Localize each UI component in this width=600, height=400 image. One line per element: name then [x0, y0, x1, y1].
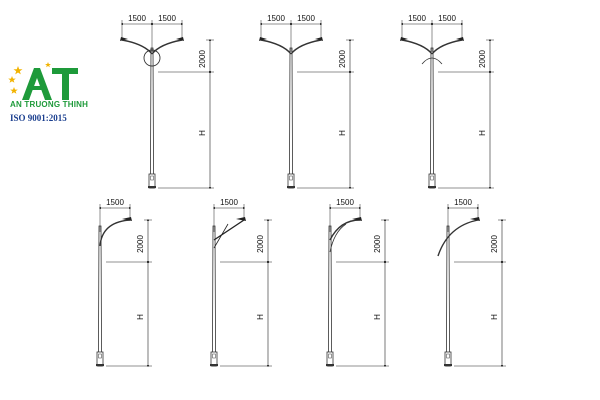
dim-label-rise: 2000: [478, 50, 487, 68]
lamp-head: [236, 217, 246, 221]
arm-brace: [329, 223, 347, 253]
lamp-arm: [290, 39, 322, 55]
pole-footing: [326, 364, 334, 366]
pole-footing: [428, 186, 436, 188]
dim-label-arm-right: 1500: [158, 14, 176, 23]
pole-shaft: [288, 47, 294, 189]
lamp-arm: [99, 219, 131, 247]
pole-door: [430, 175, 434, 181]
pole-footing: [148, 186, 156, 188]
dim-label-arm-right: 1500: [438, 14, 456, 23]
lamp-arm: [437, 219, 479, 257]
dim-label-rise: 2000: [136, 235, 145, 253]
dim-label-arm-right: 1500: [297, 14, 315, 23]
arm-brace: [213, 223, 229, 249]
dim-label-height: H: [256, 314, 265, 320]
dim-label-arm-left: 1500: [408, 14, 426, 23]
dim-label-height: H: [490, 314, 499, 320]
lamp-arm: [431, 39, 463, 55]
dim-label-arm: 1500: [220, 198, 238, 207]
lamp-arm: [260, 39, 292, 55]
pole-shaft: [211, 225, 217, 367]
lamp-arm: [121, 39, 153, 55]
pole-door: [98, 353, 102, 359]
dim-label-height: H: [373, 314, 382, 320]
lamp-arm: [401, 39, 433, 55]
lamp-head: [470, 217, 480, 221]
dim-label-rise: 2000: [338, 50, 347, 68]
pole-door: [289, 175, 293, 181]
pole-footing: [210, 364, 218, 366]
pole-shaft: [149, 47, 155, 189]
lamp-arm: [329, 219, 361, 241]
pole-footing: [96, 364, 104, 366]
dim-label-height: H: [136, 314, 145, 320]
pole-shaft: [445, 225, 451, 367]
pole-footing: [287, 186, 295, 188]
dim-label-arm: 1500: [454, 198, 472, 207]
lamp-arm: [151, 39, 183, 55]
pole-shaft: [97, 225, 103, 367]
pole-footing: [444, 364, 452, 366]
lamp-arm: [213, 219, 245, 241]
lamp-head: [352, 217, 362, 221]
dim-label-arm: 1500: [106, 198, 124, 207]
dim-label-rise: 2000: [198, 50, 207, 68]
pole-door: [446, 353, 450, 359]
dim-label-rise: 2000: [256, 235, 265, 253]
dim-label-height: H: [478, 130, 487, 136]
logo-mark-icon: [8, 62, 78, 100]
pole-door: [150, 175, 154, 181]
iso-certification: ISO 9001:2015: [10, 113, 67, 123]
company-name: AN TRUONG THINH: [10, 100, 89, 109]
company-logo: [8, 62, 108, 132]
dim-label-arm-left: 1500: [128, 14, 146, 23]
dim-label-height: H: [198, 130, 207, 136]
arm-brace: [421, 57, 443, 65]
dim-label-rise: 2000: [490, 235, 499, 253]
dim-label-arm-left: 1500: [267, 14, 285, 23]
pole-door: [328, 353, 332, 359]
dim-label-height: H: [338, 130, 347, 136]
pole-door: [212, 353, 216, 359]
pole-shaft: [429, 47, 435, 189]
dim-label-rise: 2000: [373, 235, 382, 253]
lamp-head: [122, 217, 132, 221]
dim-label-arm: 1500: [336, 198, 354, 207]
